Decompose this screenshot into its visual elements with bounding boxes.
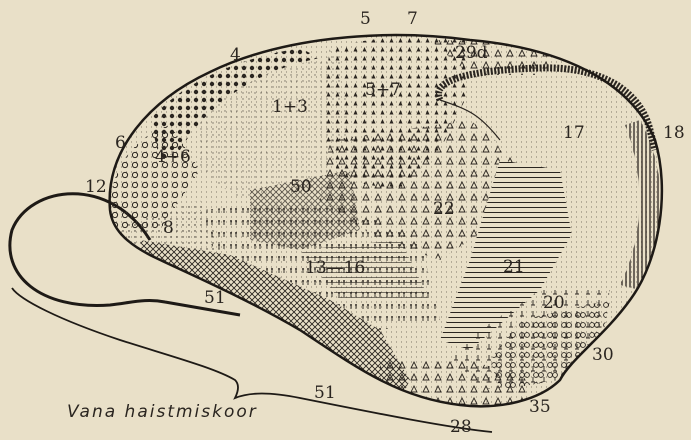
label-22: 22 [433,199,455,219]
label-12: 12 [85,177,107,197]
label-5: 5 [360,9,371,29]
label-4: 4 [230,45,241,65]
label-30: 30 [592,345,614,365]
label-35: 35 [529,397,551,417]
label-51-top: 51 [204,288,226,308]
label-28: 28 [450,417,472,437]
label-4-6: 4+6 [155,147,191,167]
label-1-3: 1+3 [272,97,308,117]
label-51-bottom: 51 [314,383,336,403]
caption: Vana haistmiskoor [67,402,258,422]
label-29d: 29d [455,43,488,63]
label-7: 7 [407,9,418,29]
label-5-7: 5+7 [365,80,401,100]
label-20: 20 [543,293,565,313]
label-13-16: 13—16 [305,258,365,278]
label-6: 6 [115,133,126,153]
label-8: 8 [163,218,174,238]
label-50: 50 [290,177,312,197]
label-21: 21 [503,257,525,277]
label-17: 17 [563,123,585,143]
label-18: 18 [663,123,685,143]
